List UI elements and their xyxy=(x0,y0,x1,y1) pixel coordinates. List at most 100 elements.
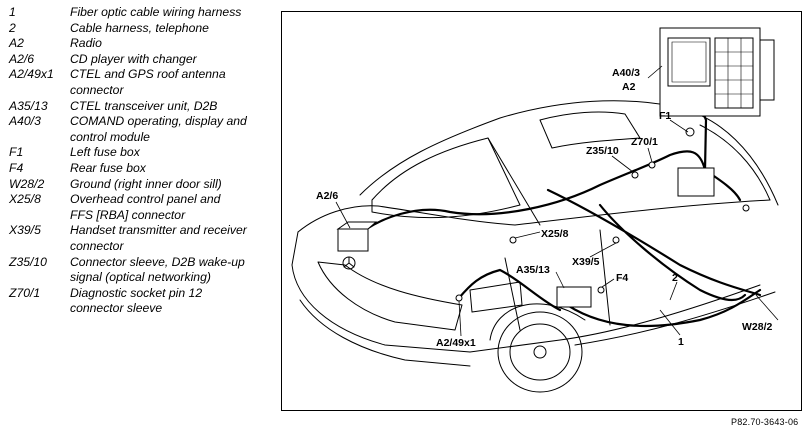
legend-description: Radio xyxy=(70,36,102,51)
leader-x39-5 xyxy=(589,242,617,258)
legend-code: 1 xyxy=(9,5,16,19)
legend-description: Handset transmitter and receiver connect… xyxy=(70,223,247,253)
rear-wheel-tire xyxy=(497,311,583,393)
legend-row: X25/8 Overhead control panel and FFS [RBA… xyxy=(9,192,277,223)
legend-code: A35/13 xyxy=(9,98,48,113)
telephone-harness xyxy=(546,188,762,328)
comand-screen-inner xyxy=(671,41,707,83)
legend-description: Diagnostic socket pin 12 connector sleev… xyxy=(70,285,203,316)
legend-row: F1 Left fuse box xyxy=(9,145,277,161)
wheel-arch xyxy=(489,303,586,341)
rear-wheel-rim xyxy=(509,323,571,381)
legend-description: Ground (right inner door sill) xyxy=(70,176,222,191)
leader-2 xyxy=(669,281,678,301)
rear-wheel-hub xyxy=(533,345,547,359)
legend-row: A40/3 COMAND operating, display and contr… xyxy=(9,114,277,145)
legend-code: Z70/1 xyxy=(9,285,41,300)
legend-row: A2 Radio xyxy=(9,36,277,52)
legend-code: F1 xyxy=(9,145,24,160)
car-bumper xyxy=(299,299,471,367)
z35-10-connector xyxy=(631,171,639,179)
leader-a2-49x1 xyxy=(458,300,462,337)
leader-w28-2 xyxy=(755,294,779,321)
legend-description: Left fuse box xyxy=(70,145,140,160)
comand-keypad xyxy=(714,37,754,109)
car-rear-window xyxy=(371,137,521,219)
callout-z70-1: Z70/1 xyxy=(631,136,658,148)
legend-code: W28/2 xyxy=(9,176,45,191)
transceiver-box xyxy=(556,286,592,308)
car-sunroof xyxy=(539,111,641,149)
legend-code: 2 xyxy=(9,20,16,35)
legend-code: A2/49x1 xyxy=(9,67,54,82)
legend-row: F4 Rear fuse box xyxy=(9,161,277,177)
leader-x25-8 xyxy=(514,231,541,239)
legend-description: Cable harness, telephone xyxy=(70,20,209,35)
tail-light xyxy=(469,281,523,313)
cd-changer-box xyxy=(337,228,369,252)
callout-x25-8: X25/8 xyxy=(541,228,569,240)
car-rear-end xyxy=(291,231,471,353)
leader-f1 xyxy=(669,119,689,133)
antenna-feed xyxy=(457,268,562,312)
legend-code: A40/3 xyxy=(9,114,41,129)
f4-connector xyxy=(597,286,605,294)
legend-code: Z35/10 xyxy=(9,254,47,269)
legend: 1 Fiber optic cable wiring harness 2 Cable … xyxy=(9,5,277,317)
callout-x39-5: X39/5 xyxy=(572,256,600,268)
legend-description: CTEL and GPS roof antenna connector xyxy=(70,67,226,97)
f1-connector xyxy=(685,127,695,137)
comand-keypad-grid xyxy=(715,38,753,108)
callout-a2-6: A2/6 xyxy=(316,190,338,202)
legend-row: A35/13 CTEL transceiver unit, D2B xyxy=(9,99,277,115)
legend-description: CTEL transceiver unit, D2B xyxy=(70,98,218,113)
comand-base-box xyxy=(677,167,715,197)
car-roof-outline xyxy=(359,100,779,206)
car-rear-panel xyxy=(317,261,463,331)
legend-description: Fiber optic cable wiring harness xyxy=(70,5,242,19)
callout-1: 1 xyxy=(678,336,684,348)
legend-code: A2/6 xyxy=(9,51,35,66)
car-front-glass xyxy=(699,124,771,201)
legend-row: 1 Fiber optic cable wiring harness xyxy=(9,5,277,21)
callout-a2-49x1: A2/49x1 xyxy=(436,337,476,349)
callout-a35-13: A35/13 xyxy=(516,264,550,276)
legend-row: A2/49x1 CTEL and GPS roof antenna connect… xyxy=(9,67,277,98)
comand-side-bracket xyxy=(759,39,775,101)
leader-f4 xyxy=(601,278,615,288)
leader-z70-1 xyxy=(647,147,653,163)
callout-z35-10: Z35/10 xyxy=(586,145,619,157)
legend-row: W28/2 Ground (right inner door sill) xyxy=(9,177,277,193)
z70-1-connector xyxy=(648,161,656,169)
legend-code: F4 xyxy=(9,160,24,175)
callout-a40-3: A40/3 xyxy=(612,67,640,79)
callout-a2: A2 xyxy=(622,81,636,93)
legend-description: COMAND operating, display and control mo… xyxy=(70,114,247,144)
cd-changer-top xyxy=(336,221,378,230)
car-c-pillar xyxy=(487,137,541,226)
car-side-line xyxy=(469,284,761,353)
legend-description: Rear fuse box xyxy=(70,160,146,175)
callout-f4: F4 xyxy=(616,272,628,284)
legend-row: Z70/1 Diagnostic socket pin 12 connector … xyxy=(9,286,277,317)
leader-z35-10 xyxy=(611,155,634,173)
legend-code: X25/8 xyxy=(9,192,41,207)
leader-a40-3 xyxy=(647,65,663,79)
x39-5-connector xyxy=(612,236,620,244)
comand-screen xyxy=(667,37,711,87)
callout-w28-2: W28/2 xyxy=(742,321,773,333)
a2-49x1-connector xyxy=(455,294,463,302)
leader-a35-13 xyxy=(555,271,565,289)
legend-code: A2 xyxy=(9,36,24,51)
leader-1 xyxy=(659,309,681,336)
x25-8-connector xyxy=(509,236,517,244)
car-trunk-lid xyxy=(297,205,516,233)
star-logo-points xyxy=(343,256,355,268)
legend-description: Overhead control panel and FFS [RBA] con… xyxy=(70,192,221,222)
car-beltline xyxy=(514,199,771,226)
diagram-frame xyxy=(281,11,802,411)
callout-f1: F1 xyxy=(659,110,671,122)
